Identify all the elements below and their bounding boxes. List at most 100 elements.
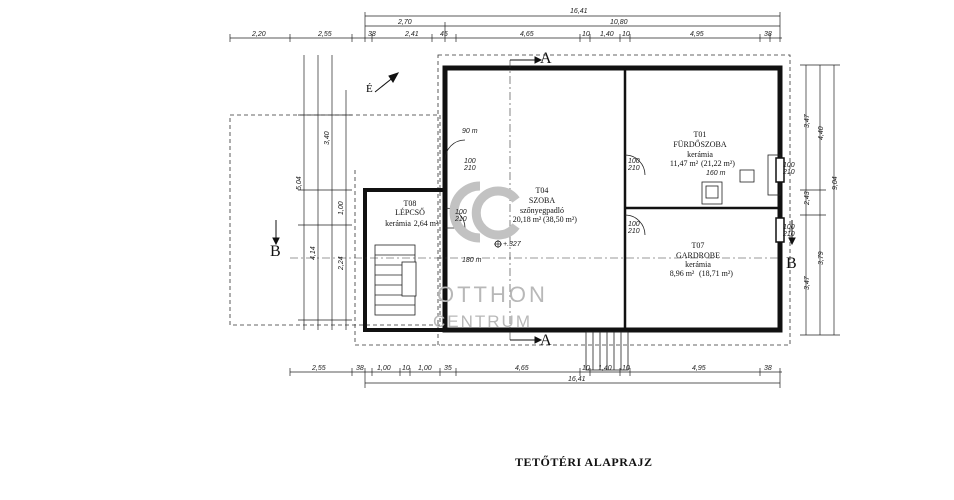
door-2-w: 100 — [628, 158, 640, 165]
dim-left-0: 3,40 — [324, 131, 331, 145]
dim-right-0: 3,47 — [804, 113, 811, 128]
room-t08-area: 2,64 m² — [414, 219, 439, 228]
room-t01-area-total: (21,22 m²) — [701, 159, 735, 168]
dim-top-total: 16,41 — [570, 8, 588, 15]
room-t07-finish: kerámia — [685, 260, 711, 269]
door-mark-2: 100 210 — [627, 158, 640, 172]
section-label-a-top: A — [540, 50, 552, 67]
door-mark-6: 100 210 — [463, 158, 476, 172]
elevation-value: +.327 — [503, 241, 522, 248]
dim-left-3: 4,14 — [310, 246, 317, 260]
dim-top-3-10: 38 — [764, 31, 772, 38]
window-mark-2: 180 m — [462, 257, 482, 264]
dimension-lines-left — [298, 55, 352, 330]
dim-bottom-0: 2,55 — [311, 365, 326, 372]
dim-right-4: 3,47 — [804, 275, 811, 290]
door-5-h: 210 — [782, 231, 795, 238]
dim-left-4: 2,24 — [338, 256, 345, 271]
section-label-a-bottom: A — [540, 332, 552, 349]
dim-top-2-a: 2,70 — [397, 19, 412, 26]
dimension-lines-bottom — [289, 368, 782, 388]
dim-top-3-3: 2,41 — [404, 31, 419, 38]
door-4-h: 210 — [782, 169, 795, 176]
watermark-logo — [449, 181, 520, 243]
door-1-h: 210 — [454, 216, 467, 223]
roof-outline — [229, 54, 791, 346]
dim-right-2: 2,43 — [804, 191, 811, 206]
room-t08-code: T08 — [404, 199, 417, 208]
door-4-w: 100 — [783, 162, 795, 169]
dim-right-3: 3,79 — [818, 251, 825, 265]
dim-top-3-8: 10 — [622, 31, 630, 38]
dim-top-3-4: 45 — [440, 31, 448, 38]
dim-left-2: 1,00 — [338, 201, 345, 215]
watermark-line1: OTTHON — [437, 282, 548, 307]
door-mark-4: 100 210 — [782, 162, 795, 176]
drawing-title: TETŐTÉRI ALAPRAJZ — [515, 455, 653, 469]
door-mark-3: 100 210 — [627, 221, 640, 235]
room-t07: T07 GARDROBE kerámia 8,96 m² (18,71 m²) — [670, 241, 734, 278]
room-t01-finish: kerámia — [687, 150, 713, 159]
section-lines — [290, 60, 780, 340]
room-t04-area-total: (38,50 m²) — [543, 215, 577, 224]
window-mark-3: 160 m — [706, 170, 726, 177]
dim-top-3-5: 4,65 — [520, 31, 534, 38]
room-t01: T01 FÜRDŐSZOBA kerámia 11,47 m² (21,22 m… — [670, 130, 735, 168]
dim-bottom-5: 35 — [444, 365, 452, 372]
dim-top-3-7: 1,40 — [600, 31, 614, 38]
door-1-w: 100 — [455, 209, 467, 216]
dim-top-3-9: 4,95 — [690, 31, 704, 38]
room-t04: T04 SZOBA szőnyegpadló 20,18 m² (38,50 m… — [513, 186, 578, 224]
dim-top-3-1: 2,55 — [317, 31, 332, 38]
dimension-lines-top — [229, 12, 782, 42]
dim-bottom-2: 1,00 — [377, 365, 391, 372]
dimension-lines-right — [800, 64, 840, 336]
room-t01-area: 11,47 m² — [670, 159, 699, 168]
door-mark-5: 100 210 — [782, 224, 795, 238]
window-mark-1: 90 m — [462, 128, 478, 135]
door-3-h: 210 — [627, 228, 640, 235]
room-t04-area: 20,18 m² — [513, 215, 542, 224]
stairs — [374, 244, 417, 316]
section-label-b-right: B — [786, 255, 797, 272]
room-t08-name: LÉPCSŐ — [395, 207, 425, 217]
room-t04-code: T04 — [536, 186, 549, 195]
door-6-h: 210 — [463, 165, 476, 172]
room-t07-area-total: (18,71 m²) — [699, 269, 733, 278]
dim-bottom-total: 16,41 — [568, 376, 586, 383]
dim-bottom-9: 10 — [622, 365, 630, 372]
door-3-w: 100 — [628, 221, 640, 228]
room-t08-finish: kerámia — [385, 219, 411, 228]
door-2-h: 210 — [627, 165, 640, 172]
dim-right-1: 4,40 — [818, 126, 825, 140]
inner-walls — [443, 68, 780, 330]
dim-top-3-0: 2,20 — [251, 31, 266, 38]
dim-bottom-6: 4,65 — [515, 365, 529, 372]
windows-right — [775, 157, 785, 243]
room-t07-code: T07 — [692, 241, 705, 250]
north-arrow-icon — [374, 72, 400, 93]
dim-right-5: 9,04 — [832, 176, 839, 190]
dim-bottom-1: 38 — [356, 365, 364, 372]
section-label-b-left: B — [270, 243, 281, 260]
dim-bottom-3: 10 — [402, 365, 410, 372]
dim-bottom-8: 1,40 — [598, 365, 612, 372]
room-t07-name: GARDROBE — [676, 251, 720, 260]
room-t01-code: T01 — [694, 130, 707, 139]
dim-bottom-10: 4,95 — [692, 365, 706, 372]
dim-bottom-11: 38 — [764, 365, 772, 372]
room-t04-finish: szőnyegpadló — [520, 206, 564, 215]
section-arrows — [272, 56, 796, 344]
watermark-line2: CENTRUM — [433, 312, 532, 331]
room-t07-area: 8,96 m² — [670, 269, 695, 278]
dim-top-2-b: 10,80 — [610, 19, 628, 26]
outer-walls — [363, 65, 783, 333]
dim-top-3-6: 10 — [582, 31, 590, 38]
room-t01-name: FÜRDŐSZOBA — [673, 139, 727, 149]
room-t08: T08 LÉPCSŐ kerámia 2,64 m² — [385, 199, 439, 228]
dim-bottom-4: 1,00 — [418, 365, 432, 372]
elevation-marker: +.327 — [494, 240, 522, 248]
door-5-w: 100 — [783, 224, 795, 231]
north-label: É — [366, 83, 373, 95]
